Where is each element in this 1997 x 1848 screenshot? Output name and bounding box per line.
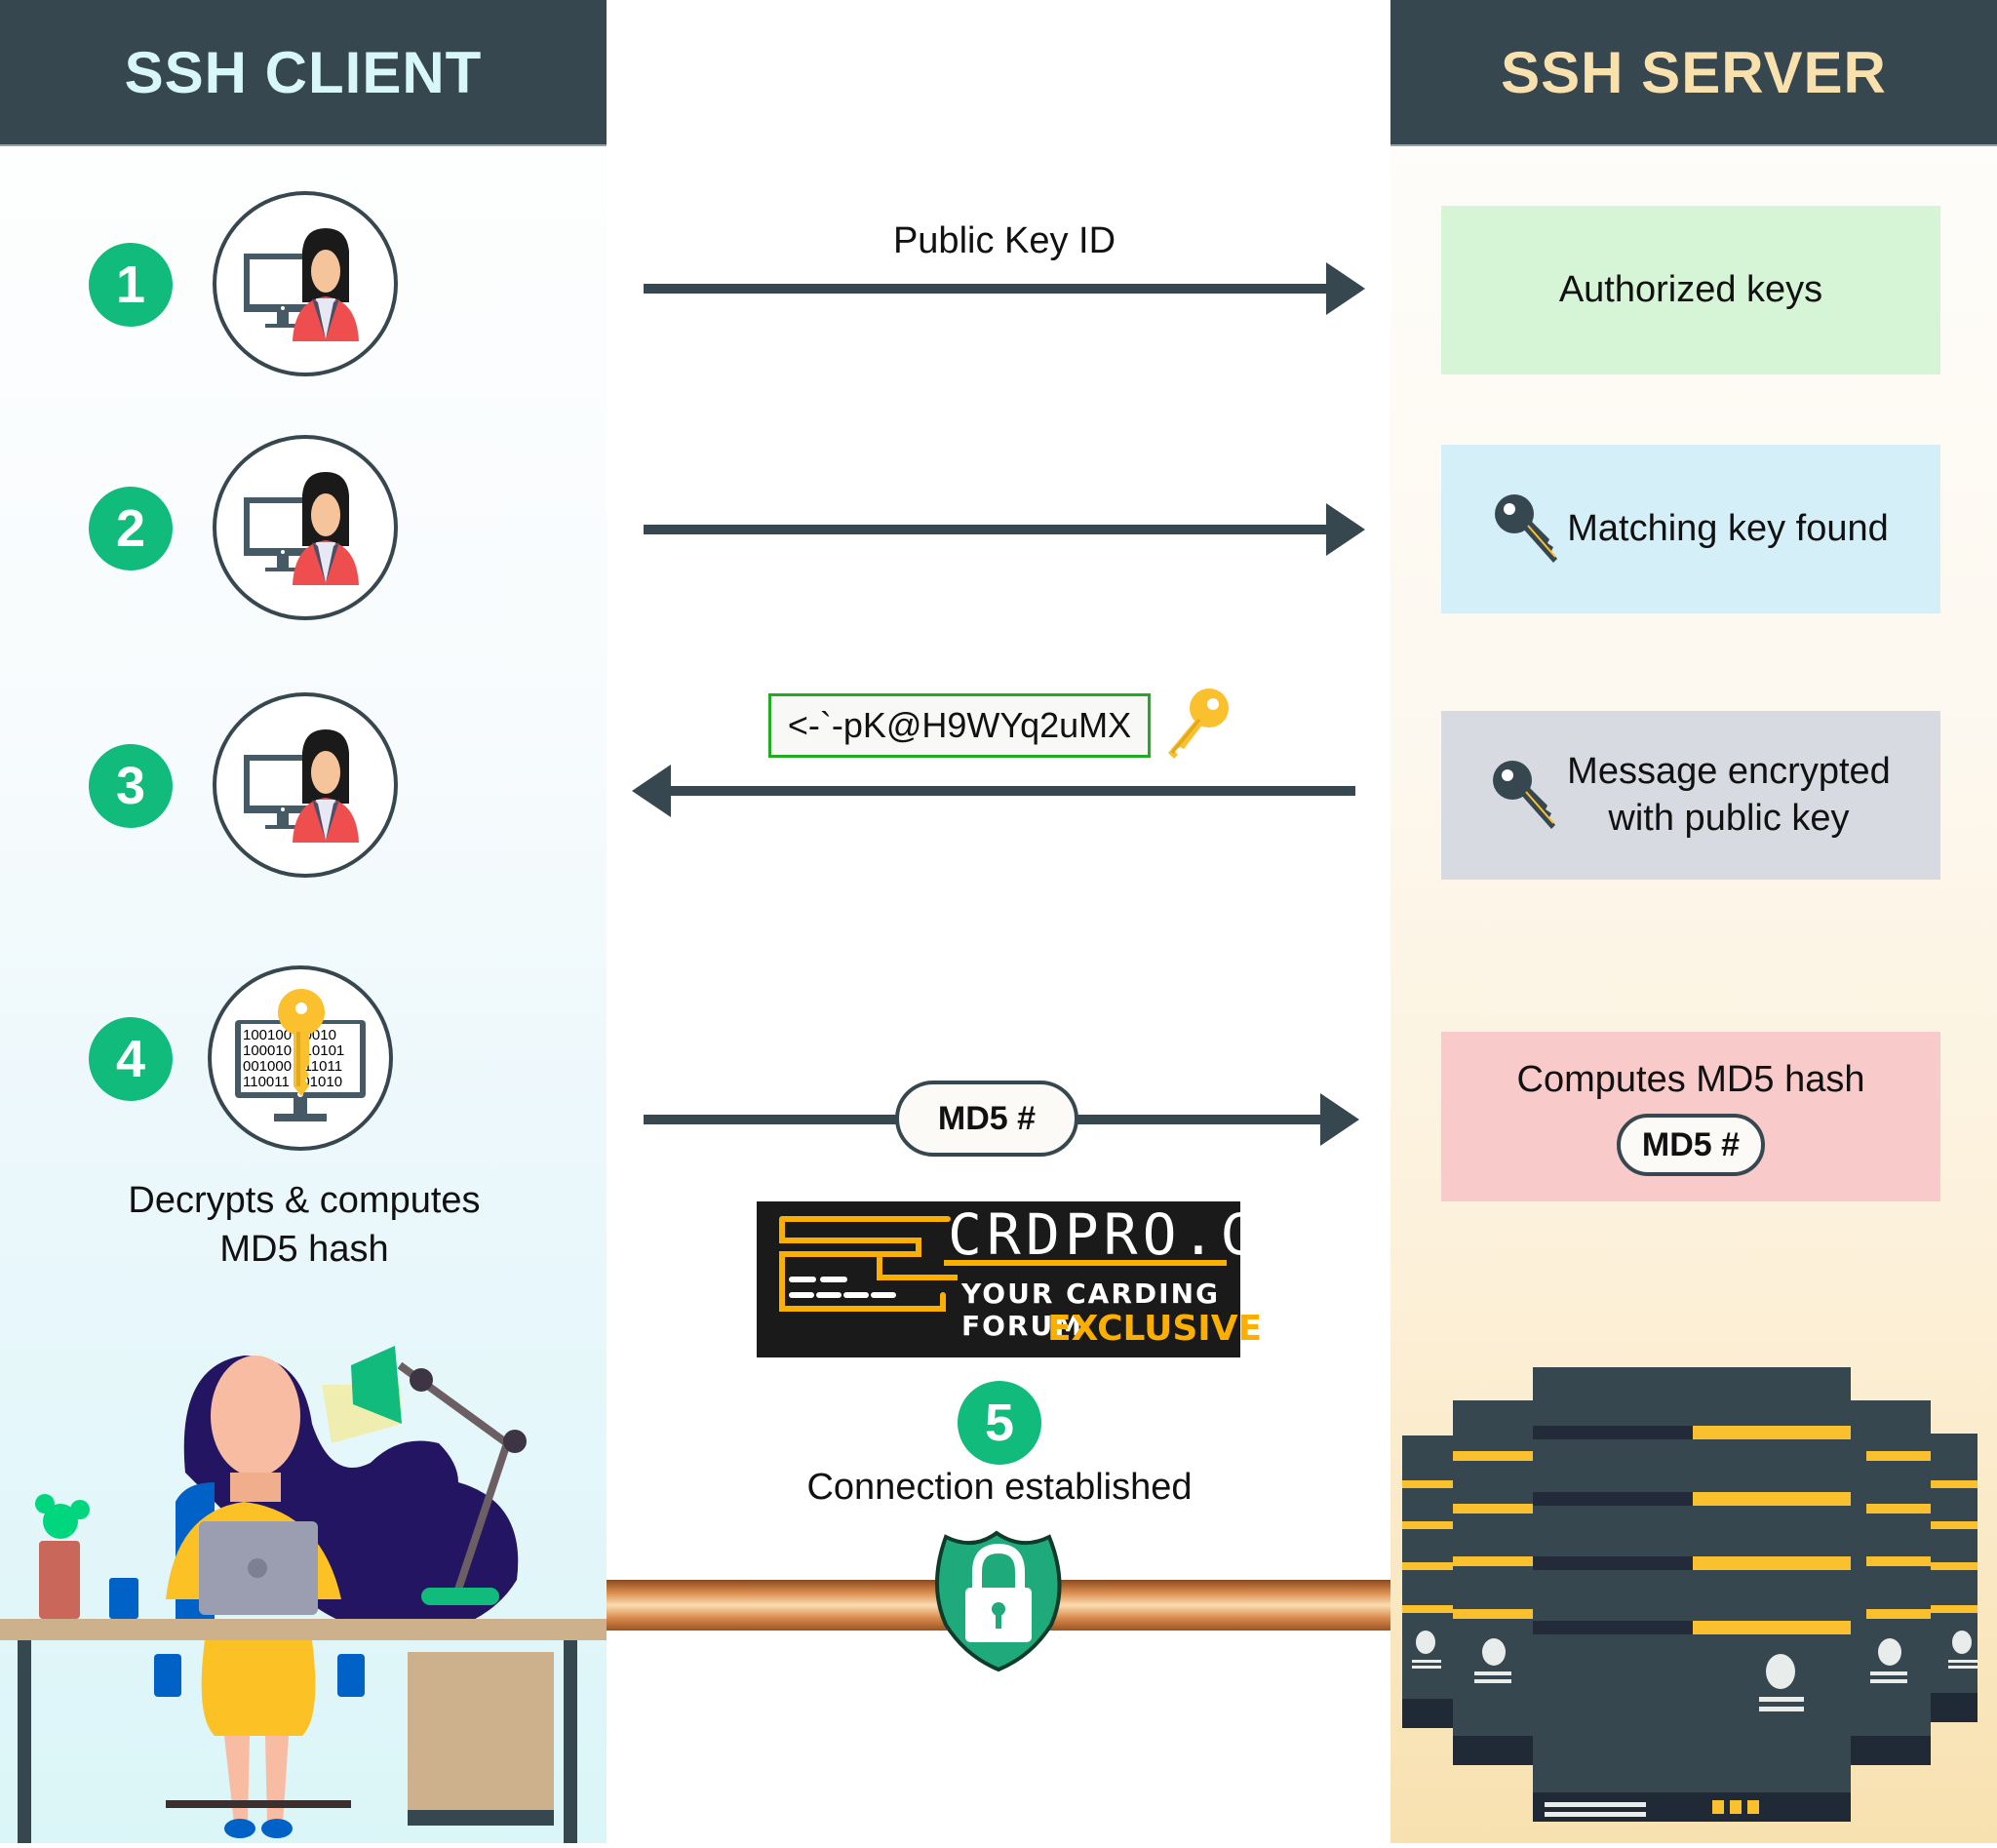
ad-tag: EXCLUSIVE: [1047, 1309, 1263, 1349]
step-4-badge: 4: [89, 1017, 173, 1101]
ad-banner[interactable]: CRDPRO.CC YOUR CARDING FORUM EXCLUSIVE: [757, 1201, 1293, 1357]
arrow-step-2: [644, 525, 1330, 534]
arrow-head-right-icon: [1320, 1093, 1359, 1146]
server-rack-illustration: [1390, 1356, 1997, 1828]
user-at-computer-icon: [213, 191, 398, 376]
server-header: SSH SERVER: [1390, 0, 1997, 146]
arrow-head-right-icon: [1326, 503, 1365, 556]
step-1-badge: 1: [89, 243, 173, 327]
step-4-caption: Decrypts & computes MD5 hash: [128, 1180, 481, 1270]
woman-at-desk-illustration: [0, 1326, 607, 1848]
binary-line: 001000 011011: [243, 1058, 342, 1075]
step-5-badge: 5: [958, 1381, 1041, 1465]
lock-shield-icon: [926, 1527, 1073, 1678]
encrypted-message-box: <-`-pK@H9WYq2uMX: [768, 693, 1151, 758]
decrypt-binary-key-icon: 100100 10010 100010 010101 001000 011011…: [208, 965, 393, 1151]
binary-line: 110011 001010: [243, 1074, 342, 1090]
authorized-keys-box: Authorized keys: [1441, 206, 1940, 374]
dark-key-icon: [1495, 493, 1558, 563]
user-at-computer-icon: [213, 435, 398, 620]
card-logo-icon: [779, 1216, 958, 1312]
step-2-badge: 2: [89, 487, 173, 570]
step-3-badge: 3: [89, 744, 173, 828]
arrow-step-3: [667, 786, 1355, 796]
arrow-step-1: [644, 284, 1330, 294]
arrow-head-left-icon: [632, 765, 671, 817]
ad-title: CRDPRO.CC: [948, 1201, 1299, 1268]
gold-key-icon: [1164, 687, 1233, 769]
computes-md5-box: Computes MD5 hash MD5 #: [1441, 1032, 1940, 1201]
client-header: SSH CLIENT: [0, 0, 607, 146]
matching-key-box: Matching key found: [1441, 445, 1940, 613]
logo-underline: [944, 1260, 1227, 1266]
dark-key-icon: [1493, 760, 1556, 829]
md5-hash-pill: MD5 #: [895, 1081, 1078, 1157]
server-title: SSH SERVER: [1501, 39, 1887, 105]
ad-subtitle: YOUR CARDING FORUM: [961, 1278, 1220, 1342]
server-md5-pill: MD5 #: [1617, 1113, 1765, 1176]
user-at-computer-icon: [213, 692, 398, 878]
message-encrypted-box: Message encrypted with public key: [1441, 711, 1940, 880]
client-title: SSH CLIENT: [124, 39, 483, 105]
public-key-id-label: Public Key ID: [892, 220, 1116, 261]
arrow-head-right-icon: [1326, 262, 1365, 315]
connection-established-label: Connection established: [806, 1467, 1193, 1508]
